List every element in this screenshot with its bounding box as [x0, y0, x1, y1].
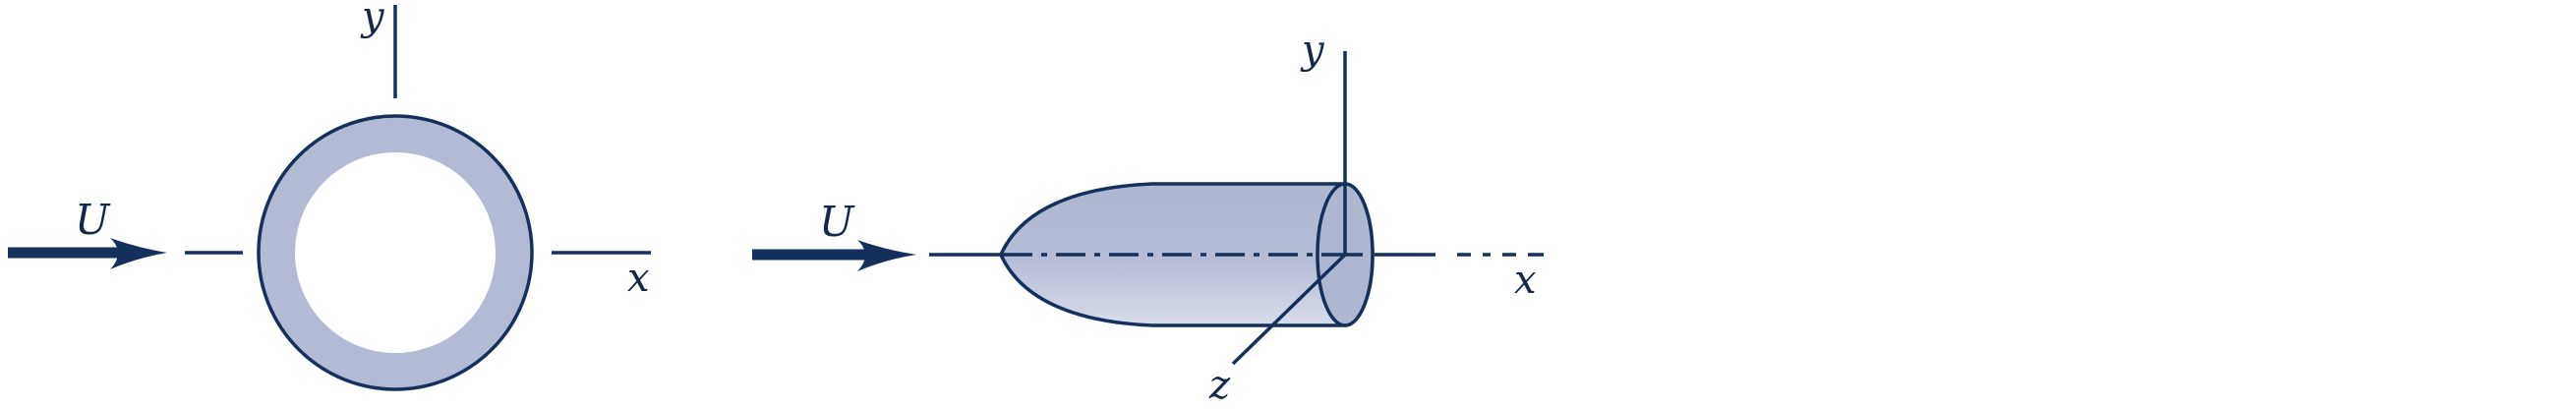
right-diagram: U y z x	[752, 28, 1544, 408]
right-z-axis	[1231, 253, 1347, 366]
left-flow-arrow	[8, 238, 167, 269]
right-flow-arrow	[752, 240, 916, 271]
left-diagram: y U x	[8, 0, 651, 391]
left-y-axis-label: y	[360, 0, 385, 39]
left-x-axis-label: x	[627, 256, 650, 301]
right-x-axis-label: x	[1514, 258, 1537, 303]
annulus-outer-edge	[257, 114, 534, 391]
right-y-axis-label: y	[1300, 28, 1325, 73]
right-flow-label: U	[819, 198, 855, 246]
right-z-axis-label: z	[1208, 363, 1231, 408]
left-flow-label: U	[75, 196, 111, 244]
